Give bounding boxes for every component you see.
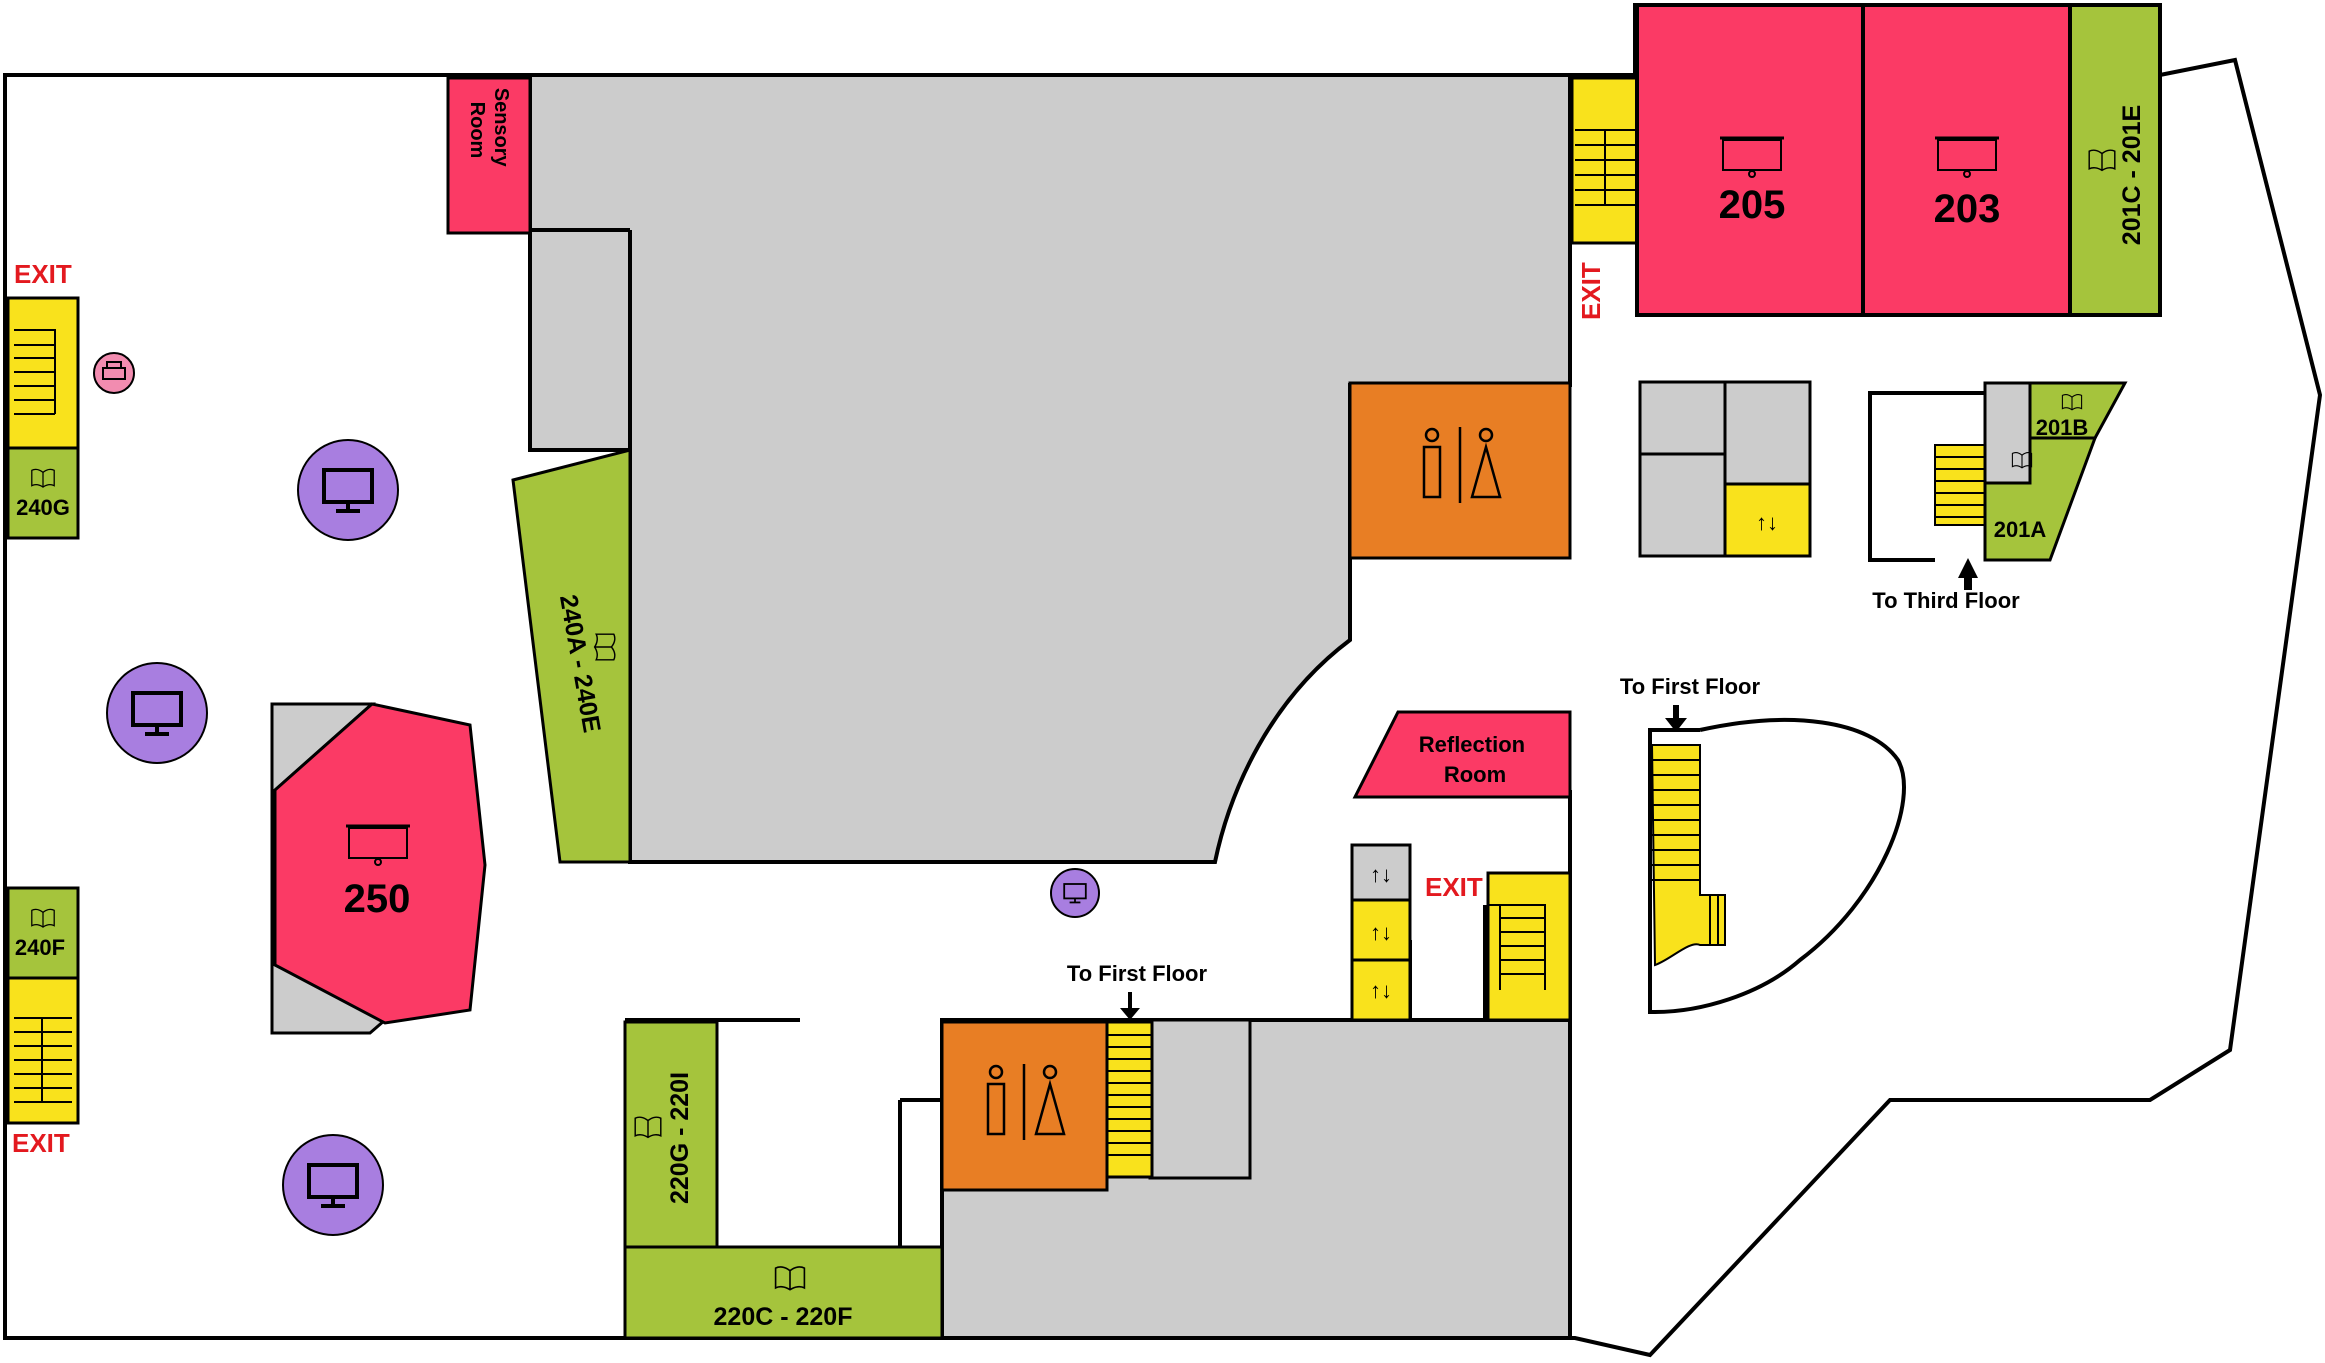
study-room-240f[interactable]	[6, 886, 80, 980]
room-250-label: 250	[344, 877, 411, 921]
sensory-room-label-2: Room	[466, 102, 488, 159]
room-201b-label: 201B	[2036, 415, 2089, 440]
classroom-205[interactable]	[1635, 3, 1865, 317]
restroom-bottom[interactable]	[940, 1020, 1109, 1192]
study-room-201a[interactable]	[1983, 436, 2098, 562]
room-220c-220f-label: 220C - 220F	[714, 1303, 853, 1331]
elevator-shaft-1	[1638, 380, 1727, 456]
spiral-stair-enclosure	[1648, 718, 1906, 1014]
reflection-room[interactable]	[1352, 710, 1572, 799]
exit-label-top-center: EXIT	[1576, 262, 1606, 320]
stair-steps	[1935, 456, 1985, 518]
sensory-room-label-1: Sensory	[490, 88, 512, 168]
storage-grey	[1983, 381, 2032, 485]
room-203-label: 203	[1934, 187, 2001, 231]
room-220g-220i-label: 220G - 220I	[666, 1072, 694, 1204]
elevator-yellow-2[interactable]	[1350, 958, 1412, 1022]
stair-steps	[14, 329, 56, 415]
study-rooms-240a-240e[interactable]	[511, 448, 632, 864]
arrow-down-icon	[1958, 558, 1978, 590]
elevator-symbol: ↑↓	[1756, 510, 1778, 535]
study-rooms-220c-220f[interactable]	[623, 1245, 944, 1340]
to-third-floor-label: To Third Floor	[1872, 588, 2020, 613]
stair-steps	[1107, 1034, 1152, 1156]
stair-steps	[1488, 904, 1546, 990]
elevator-symbol: ↑↓	[1370, 862, 1392, 887]
stairs-to-first-floor-right[interactable]	[1650, 744, 1726, 967]
reflection-room-label-2: Room	[1444, 762, 1506, 787]
stairs-to-first-floor-bottom[interactable]	[1105, 1020, 1154, 1179]
room-240f-label: 240F	[15, 935, 65, 960]
stair-enclosure	[1868, 391, 1935, 562]
to-first-floor-label-bottom: To First Floor	[1067, 961, 1208, 986]
display-screen-1[interactable]	[297, 439, 399, 541]
stairs-to-third-floor[interactable]	[1934, 444, 1986, 526]
svg-text:Reflection Room: Reflection Room	[1419, 732, 1531, 787]
central-atrium	[528, 73, 1572, 864]
stair-steps	[1575, 129, 1645, 206]
exit-label-mid-center: EXIT	[1425, 872, 1483, 902]
elevator-shaft-3	[1638, 452, 1727, 558]
display-screen-4[interactable]	[1050, 868, 1100, 918]
room-201a-label: 201A	[1994, 517, 2047, 542]
stair-steps	[14, 1017, 72, 1103]
elevator-grey[interactable]	[1350, 843, 1412, 902]
elevator-symbol: ↑↓	[1370, 978, 1392, 1003]
sensory-room[interactable]	[446, 76, 532, 235]
elevator-symbol: ↑↓	[1370, 920, 1392, 945]
elevator-shaft-2	[1723, 380, 1812, 486]
display-screen-3[interactable]	[282, 1134, 384, 1236]
stair-steps	[1652, 759, 1719, 945]
arrow-down-icon	[1120, 992, 1140, 1020]
to-first-floor-label-right: To First Floor	[1620, 674, 1761, 699]
room-205-label: 205	[1719, 183, 1786, 227]
utility-room	[1148, 1018, 1252, 1180]
exit-label-top-left: EXIT	[14, 259, 72, 289]
room-201c-201e-label: 201C - 201E	[2118, 105, 2146, 245]
elevator-right[interactable]	[1723, 482, 1812, 558]
arrow-down-icon	[1665, 705, 1687, 732]
study-room-240g[interactable]	[6, 446, 80, 540]
reflection-room-label-1: Reflection	[1419, 732, 1525, 757]
exit-label-bottom-left: EXIT	[12, 1128, 70, 1158]
room-240g-label: 240G	[16, 495, 70, 520]
display-screen-2[interactable]	[106, 662, 208, 764]
svg-text:Sensory Room: Sensory Room	[466, 88, 512, 173]
printer-icon[interactable]	[93, 352, 135, 394]
printer-tray	[106, 361, 122, 369]
classroom-203[interactable]	[1861, 3, 2072, 317]
